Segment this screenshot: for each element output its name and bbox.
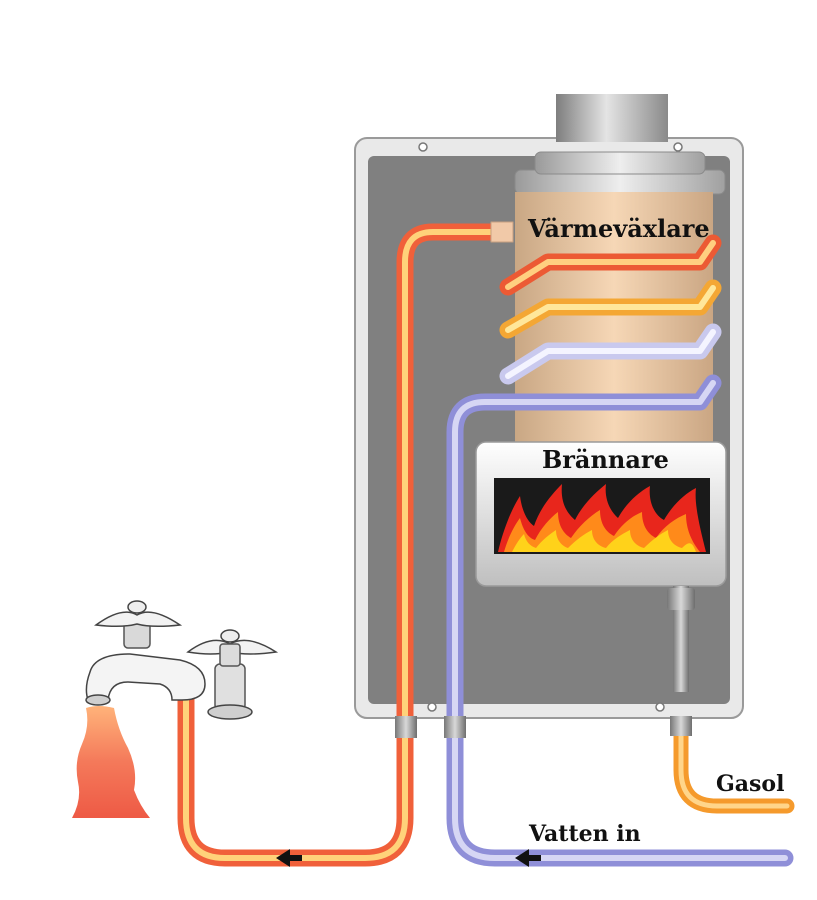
screw [427, 702, 437, 712]
water-in-label: Vatten in [528, 821, 641, 847]
flow-arrow-icon [276, 849, 302, 867]
gas-valve [667, 588, 695, 610]
burner-label: Brännare [542, 445, 669, 474]
hot-water-pipe [177, 221, 514, 867]
coil-hot-core [505, 240, 716, 290]
coil-lukewarm-core [505, 329, 716, 379]
flow-arrow-icon [515, 849, 541, 867]
gas-label: Gasol [716, 771, 784, 797]
flame-icon [498, 484, 706, 552]
screw [673, 142, 683, 152]
faucet-icon [85, 600, 279, 720]
heat-exchanger-coils [499, 234, 722, 385]
flowing-hot-water-icon [72, 706, 150, 818]
exhaust-chimney [556, 94, 668, 142]
gas-pipe [673, 724, 795, 814]
bottom-fittings [395, 716, 692, 738]
gas-feed-rod [673, 586, 689, 692]
screw [418, 142, 428, 152]
heat-exchanger-cap [514, 151, 726, 195]
cold-water-pipe [446, 374, 794, 867]
burner [475, 441, 727, 587]
screw [655, 702, 665, 712]
hot-outlet-connector [490, 221, 514, 243]
coil-warm-core [505, 285, 716, 333]
heat-exchanger-label: Värmeväxlare [527, 214, 710, 243]
